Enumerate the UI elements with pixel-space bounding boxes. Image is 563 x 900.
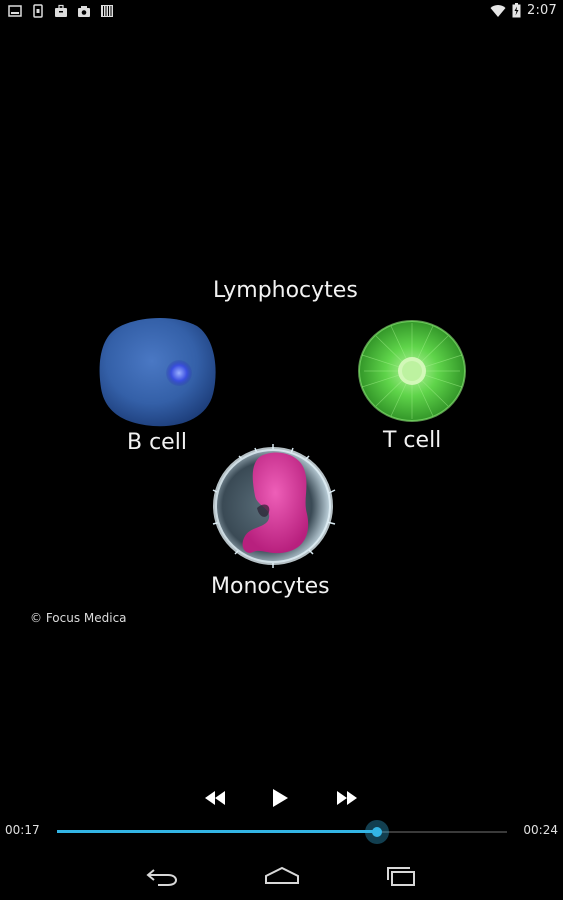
back-button[interactable] bbox=[138, 860, 186, 892]
home-button[interactable] bbox=[258, 860, 306, 892]
t-cell-label: T cell bbox=[383, 428, 442, 453]
rewind-button[interactable] bbox=[197, 780, 233, 816]
play-button[interactable] bbox=[262, 780, 298, 816]
status-time: 2:07 bbox=[527, 3, 557, 18]
elapsed-time: 00:17 bbox=[5, 823, 40, 837]
system-status-icons: 2:07 bbox=[490, 3, 557, 18]
camera-notification-icon bbox=[78, 6, 90, 17]
fast-forward-icon bbox=[337, 791, 357, 805]
wifi-icon bbox=[490, 4, 506, 17]
status-bar: 2:07 bbox=[0, 0, 563, 24]
media-controls: 00:17 00:24 bbox=[0, 774, 563, 854]
play-icon bbox=[273, 789, 288, 807]
fast-forward-button[interactable] bbox=[329, 780, 365, 816]
battery-icon bbox=[512, 3, 521, 18]
navigation-bar bbox=[0, 852, 563, 900]
sim-notification-icon bbox=[33, 4, 43, 18]
notification-icons bbox=[8, 4, 114, 18]
barcode-notification-icon bbox=[101, 5, 113, 17]
b-cell-label: B cell bbox=[127, 430, 187, 455]
copyright-text: © Focus Medica bbox=[30, 611, 127, 625]
total-time: 00:24 bbox=[523, 823, 558, 837]
back-icon bbox=[146, 869, 178, 886]
briefcase-notification-icon bbox=[55, 4, 67, 17]
gallery-notification-icon bbox=[8, 5, 22, 17]
monocyte-image bbox=[212, 444, 336, 568]
t-cell-image bbox=[358, 320, 466, 422]
monocytes-label: Monocytes bbox=[211, 574, 330, 599]
seek-thumb-dot bbox=[372, 827, 382, 837]
recents-button[interactable] bbox=[377, 860, 425, 892]
seek-thumb[interactable] bbox=[365, 820, 389, 844]
recents-icon bbox=[387, 867, 415, 886]
b-cell-image bbox=[99, 317, 216, 427]
seek-bar[interactable] bbox=[57, 820, 507, 844]
home-icon bbox=[265, 866, 299, 884]
seek-progress bbox=[57, 830, 377, 833]
rewind-icon bbox=[205, 791, 225, 805]
video-frame[interactable]: Lymphocytes B cell bbox=[0, 24, 563, 774]
lymphocytes-label: Lymphocytes bbox=[213, 278, 358, 303]
